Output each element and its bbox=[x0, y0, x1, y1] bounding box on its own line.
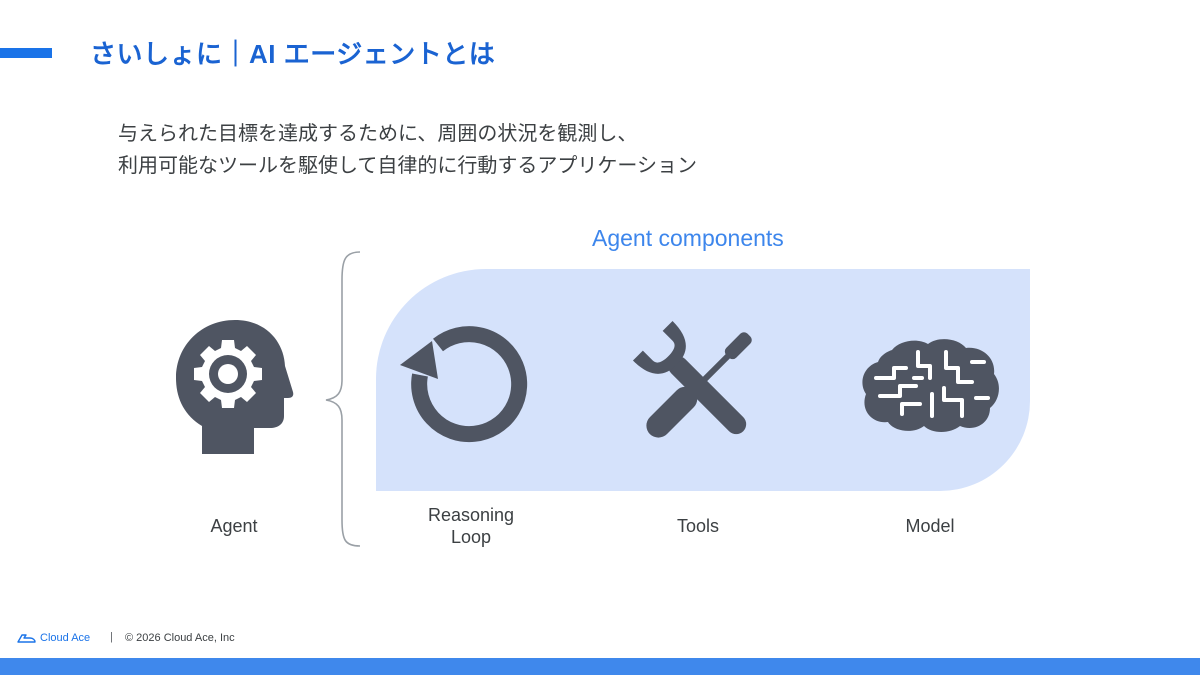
cloud-ace-logo: Cloud Ace bbox=[16, 630, 90, 646]
description-line-2: 利用可能なツールを駆使して自律的に行動するアプリケーション bbox=[118, 155, 697, 177]
circular-arrow-icon bbox=[400, 326, 528, 443]
footer-copyright: © 2026 Cloud Ace, Inc bbox=[125, 632, 235, 644]
title-accent-bar bbox=[0, 48, 52, 58]
head-gear-icon bbox=[176, 320, 294, 454]
bottom-accent-bar bbox=[0, 658, 1200, 675]
cloud-ace-logo-icon bbox=[17, 634, 36, 643]
cloud-ace-logo-text: Cloud Ace bbox=[40, 632, 91, 644]
tools-label: Tools bbox=[676, 516, 720, 536]
reasoning-loop-label-line-1: Reasoning bbox=[427, 505, 515, 525]
brace-icon bbox=[325, 251, 361, 547]
description-line-1: 与えられた目標を達成するために、周囲の状況を観測し、 bbox=[118, 123, 638, 145]
model-label: Model bbox=[905, 516, 955, 536]
brain-circuit-icon bbox=[862, 339, 999, 432]
slide-description: 与えられた目標を達成するために、周囲の状況を観測し、 利用可能なツールを駆使して… bbox=[118, 118, 697, 182]
reasoning-loop-label: Reasoning Loop bbox=[411, 504, 531, 548]
reasoning-loop-label-line-2: Loop bbox=[450, 527, 492, 547]
footer-separator: | bbox=[110, 631, 113, 643]
slide-title: さいしょに｜AI エージェントとは bbox=[90, 39, 496, 69]
agent-label: Agent bbox=[210, 516, 258, 536]
components-title: Agent components bbox=[592, 225, 784, 251]
wrench-screwdriver-icon bbox=[632, 320, 752, 438]
